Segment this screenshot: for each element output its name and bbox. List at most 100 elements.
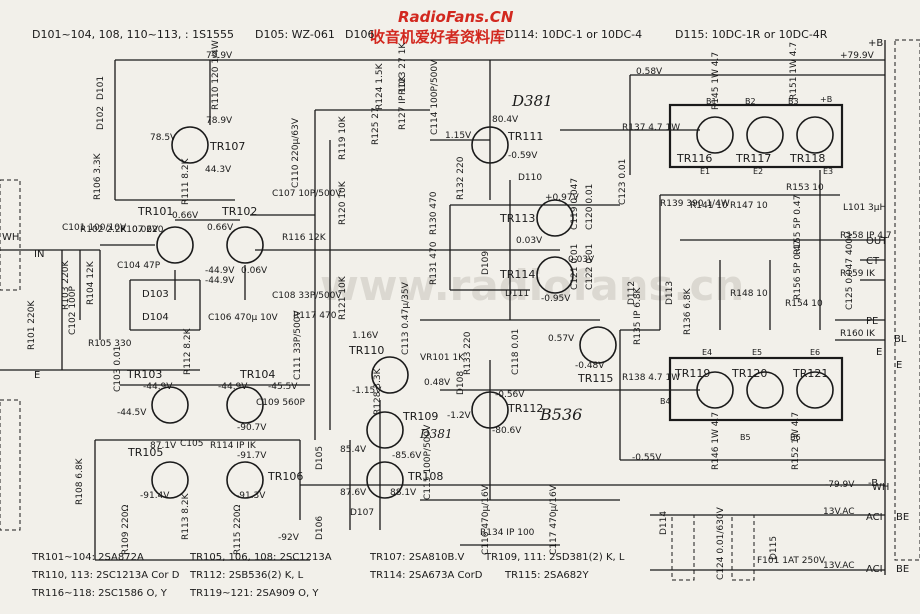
tr113-label: TR113 [499, 212, 535, 225]
voltage-0-95: -0.95V [541, 294, 571, 304]
voltage-80-4: 80.4V [492, 115, 519, 125]
terminal-e2: E2 [753, 167, 763, 176]
voltage-0-55: -0.55V [632, 453, 662, 463]
label-r134: R134 IP 100 [480, 528, 535, 538]
tr103-label: TR103 [126, 368, 162, 381]
legend-line-3: TR107: 2SA810B.V [369, 552, 465, 563]
terminal-b6: B6 [790, 433, 801, 442]
legend-line-8: TR115: 2SA682Y [504, 570, 590, 581]
label-r135: R135 IP 6.8K [633, 286, 643, 345]
wiring [0, 39, 920, 581]
legend-line-6: TR112: 2SB536(2) K, L [189, 570, 304, 581]
terminal-b-minus: -B [868, 478, 878, 489]
terminal-b1: B1 [706, 97, 717, 106]
legend-line-1: TR101~104: 2SA872A [31, 552, 144, 563]
label-c122: C122 0.01 [585, 244, 595, 290]
label-r136: R136 6.8K [683, 287, 693, 335]
voltage-0-06b: 0.06V [241, 266, 268, 276]
voltage-79-9-plus: +79.9V [840, 51, 875, 61]
terminal-e3: E3 [823, 167, 833, 176]
label-c116: C116 470μ/16V [481, 484, 491, 555]
terminal-b5: B5 [740, 433, 751, 442]
voltage-79-9-minus: -79.9V [825, 480, 855, 490]
label-c106: C106 470μ 10V [208, 313, 279, 323]
voltage-44-9a: -44.9V [205, 266, 235, 276]
terminal-wh-in: WH [2, 232, 19, 243]
label-r101: R101 220K [27, 300, 37, 350]
terminal-b-plus: +B [868, 38, 883, 49]
label-c119: C119 0.047 [570, 178, 580, 230]
voltage-79-9: 79.9V [206, 51, 233, 61]
label-c121: C121 0.01 [570, 244, 580, 290]
voltage-0-56: -0.56V [495, 390, 525, 400]
tr102-label: TR102 [221, 205, 257, 218]
label-d108: D108 [456, 371, 466, 395]
label-r160: R160 IK [840, 329, 876, 339]
label-c104: C104 47P [117, 261, 161, 271]
terminal-e-right: E [876, 347, 882, 358]
label-c103: C103 0.01 [113, 346, 123, 392]
label-r119: R119 10K [338, 115, 348, 160]
terminal-plus-b-inner: +B [820, 95, 832, 104]
voltage-88-1: 88.1V [390, 488, 417, 498]
label-r151: R151 1W 4.7 [789, 42, 799, 100]
terminal-aci-2: ACI [866, 564, 883, 575]
voltage-91-3: -91.3V [236, 491, 266, 501]
label-d103: D103 [142, 289, 169, 300]
header-diode-105: D105: WZ-061 [255, 28, 335, 41]
label-r139: R139 390 1/4W [660, 199, 730, 209]
voltage-0-48b: 0.48V [424, 378, 451, 388]
tr106-label: TR106 [267, 470, 303, 483]
legend-line-4: TR109, 111: 2SD381(2) K, L [484, 552, 625, 563]
watermark-faint: www.radiofans.cn [320, 261, 744, 310]
header-diode-114: D114: 10DC-1 or 10DC-4 [505, 28, 642, 41]
tr119-label: TR119 [674, 367, 710, 380]
label-r116: R116 12K [282, 233, 327, 243]
terminal-e5: E5 [752, 348, 762, 357]
terminal-aci-1: ACI [866, 512, 883, 523]
label-r128: R128 3.3K [373, 367, 383, 415]
handwritten-d381-mid: D381 [419, 427, 453, 441]
label-r138: R138 4.7 1W [622, 373, 680, 383]
label-r152: R152 1W 4.7 [791, 412, 801, 470]
label-c115: C115 100P/500V [423, 424, 433, 500]
label-c118: C118 0.01 [511, 329, 521, 375]
label-r148: R148 10 [730, 289, 768, 299]
label-l101: L101 3μH [843, 203, 886, 213]
tr105-label: TR105 [127, 446, 163, 459]
handwritten-b536: B536 [539, 405, 582, 424]
tr117-label: TR117 [735, 152, 771, 165]
voltage-78-9: 78.9V [206, 116, 233, 126]
label-d113: D113 [665, 281, 675, 305]
label-d101: D101 [96, 76, 106, 100]
label-r141: R141 10 [690, 201, 728, 211]
label-d112: D112 [627, 281, 637, 305]
label-d115: D115 [769, 536, 779, 560]
voltage-44-9c: -44.9V [143, 382, 173, 392]
label-r104: R104 12K [86, 260, 96, 305]
transistor-legend: TR101~104: 2SA872A TR105, 106, 108: 2SC1… [31, 552, 625, 599]
voltage-0-48a: -0.48V [575, 361, 605, 371]
header-diode-115: D115: 10DC-1R or 10DC-4R [675, 28, 828, 41]
label-d114: D114 [659, 511, 669, 535]
label-r133: R133 220 [463, 331, 473, 375]
voltage-0-57: 0.57V [548, 334, 575, 344]
terminal-out: OUT [866, 236, 888, 247]
voltage-0-03a: 0.03V [516, 236, 543, 246]
label-r130: R130 470 [429, 191, 439, 235]
label-c124: C124 0.01/630V [716, 506, 726, 580]
label-d107: D107 [350, 508, 374, 518]
label-r106: R106 3.3K [93, 152, 103, 200]
label-c125: C125 0.047 400V [845, 231, 855, 310]
label-d109: D109 [481, 251, 491, 275]
voltage-0-66a: 0.66V [172, 211, 199, 221]
terminal-bl: BL [894, 334, 907, 345]
tr110-label: TR110 [348, 344, 384, 357]
label-c110: C110 220μ/63V [291, 117, 301, 188]
voltage-0-97: +0.97V [545, 193, 580, 203]
tr112-label: TR112 [507, 402, 543, 415]
watermark-site: RadioFans.CN [398, 8, 514, 26]
terminal-e6: E6 [810, 348, 820, 357]
voltage-1-2: -1.2V [447, 411, 472, 421]
terminal-ct: CT [866, 256, 880, 267]
